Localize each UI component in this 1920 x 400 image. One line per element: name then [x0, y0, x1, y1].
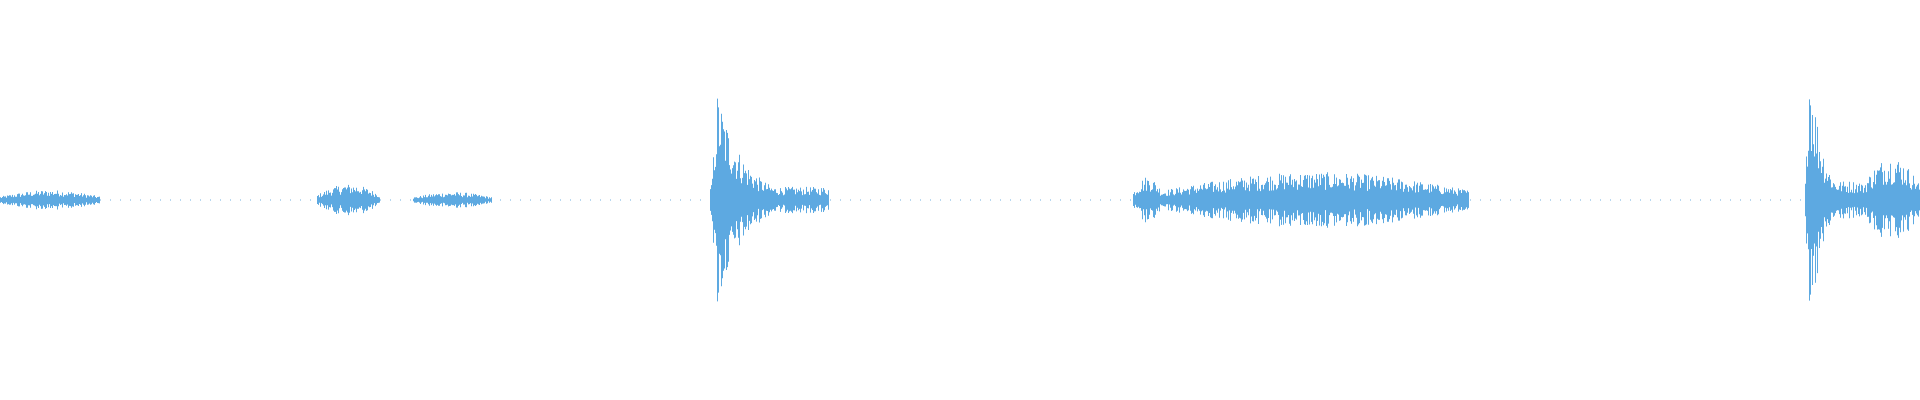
- waveform-bars: [0, 98, 1920, 302]
